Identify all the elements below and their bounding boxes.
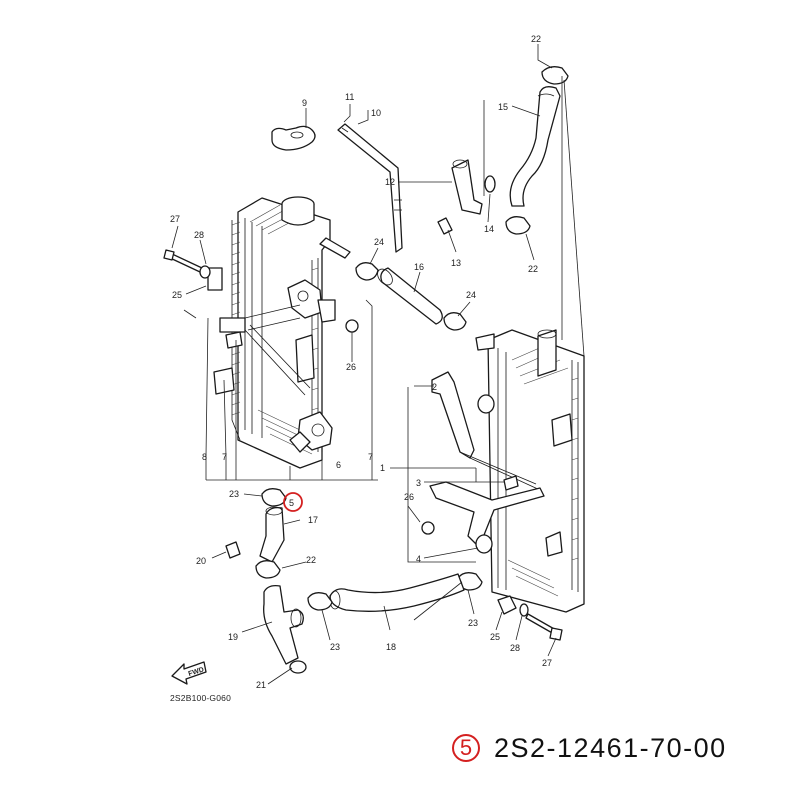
- highlight-circle-part-5: [283, 492, 303, 512]
- callout-19: 19: [228, 632, 238, 642]
- callout-22-lower: 22: [306, 555, 316, 565]
- pipe-19-part: [263, 584, 304, 665]
- callout-1: 1: [380, 463, 385, 473]
- hose-18-part: [329, 573, 465, 612]
- callout-23-upper: 23: [229, 489, 239, 499]
- callout-7-right: 7: [368, 452, 373, 462]
- clamp-23-upper: [261, 488, 287, 507]
- clamp-22-lower: [505, 216, 531, 235]
- callout-23-lower: 23: [330, 642, 340, 652]
- callout-22-top: 22: [531, 34, 541, 44]
- callout-22-mid: 22: [528, 264, 538, 274]
- callout-24-middle: 24: [466, 290, 476, 300]
- clamp-22-lower-left: [255, 560, 281, 579]
- callout-2: 2: [432, 382, 437, 392]
- callout-12: 12: [385, 177, 395, 187]
- elbow-12-part: [451, 159, 483, 215]
- grommet-25-right: [497, 595, 517, 615]
- breather-hose-part: [337, 123, 403, 253]
- callout-17: 17: [308, 515, 318, 525]
- washer-28-right: [519, 603, 529, 617]
- washer-28-upper: [199, 265, 211, 279]
- fwd-arrow-icon: FWD: [171, 661, 207, 685]
- o-ring-14: [484, 175, 496, 193]
- bolt-26-lower: [421, 521, 435, 535]
- callout-26-upper: 26: [346, 362, 356, 372]
- bolt-27-upper: [163, 249, 203, 273]
- right-radiator: [475, 329, 585, 613]
- callout-20: 20: [196, 556, 206, 566]
- callout-9: 9: [302, 98, 307, 108]
- bolt-27-right: [525, 613, 563, 641]
- fwd-label: FWD: [188, 666, 205, 678]
- callout-27-right: 27: [542, 658, 552, 668]
- callout-18: 18: [386, 642, 396, 652]
- callout-13: 13: [451, 258, 461, 268]
- part-code-text: 2S2-12461-70-00: [494, 732, 727, 763]
- callout-24-upper: 24: [374, 237, 384, 247]
- callout-10: 10: [371, 108, 381, 118]
- hose-15-part: [509, 86, 561, 207]
- clamp-24-upper: [355, 262, 379, 281]
- callout-25-right: 25: [490, 632, 500, 642]
- o-ring-21: [289, 660, 307, 674]
- radiator-cap-part: [271, 125, 316, 151]
- callout-8: 8: [202, 452, 207, 462]
- callout-7-left: 7: [222, 452, 227, 462]
- bracket-3: [429, 475, 545, 545]
- callout-28-upper: 28: [194, 230, 204, 240]
- hose-16-part: [377, 267, 443, 325]
- callout-14: 14: [484, 224, 494, 234]
- callout-labels: 9 11 10 22 15 12 14 13 22 24 16 24 26 27…: [170, 34, 552, 690]
- callout-5: 5: [289, 498, 294, 508]
- bolt-26-upper: [345, 319, 359, 333]
- bracket-2: [431, 371, 541, 491]
- callout-11: 11: [345, 92, 354, 102]
- callout-3: 3: [416, 478, 421, 488]
- callout-6: 6: [336, 460, 341, 470]
- callout-16: 16: [414, 262, 424, 272]
- callout-21: 21: [256, 680, 266, 690]
- bolt-20: [225, 541, 241, 559]
- callout-28-right: 28: [510, 643, 520, 653]
- bolt-13: [437, 217, 453, 235]
- leader-lines: [171, 44, 585, 685]
- left-radiator: [207, 196, 351, 469]
- callout-26-lower: 26: [404, 492, 414, 502]
- hose-17-part: [259, 506, 285, 563]
- grommet-4: [475, 534, 493, 554]
- clamp-24-middle: [443, 312, 467, 331]
- part-caption: 5 2S2-12461-70-00: [452, 728, 727, 768]
- callout-25-upper: 25: [172, 290, 182, 300]
- callout-23-right: 23: [468, 618, 478, 628]
- clamp-23-lower: [307, 592, 333, 611]
- callout-4: 4: [416, 554, 421, 564]
- callout-27-upper: 27: [170, 214, 180, 224]
- diagram-code: 2S2B100-G060: [170, 693, 231, 703]
- part-number-circle: 5: [452, 734, 480, 762]
- callout-15: 15: [498, 102, 508, 112]
